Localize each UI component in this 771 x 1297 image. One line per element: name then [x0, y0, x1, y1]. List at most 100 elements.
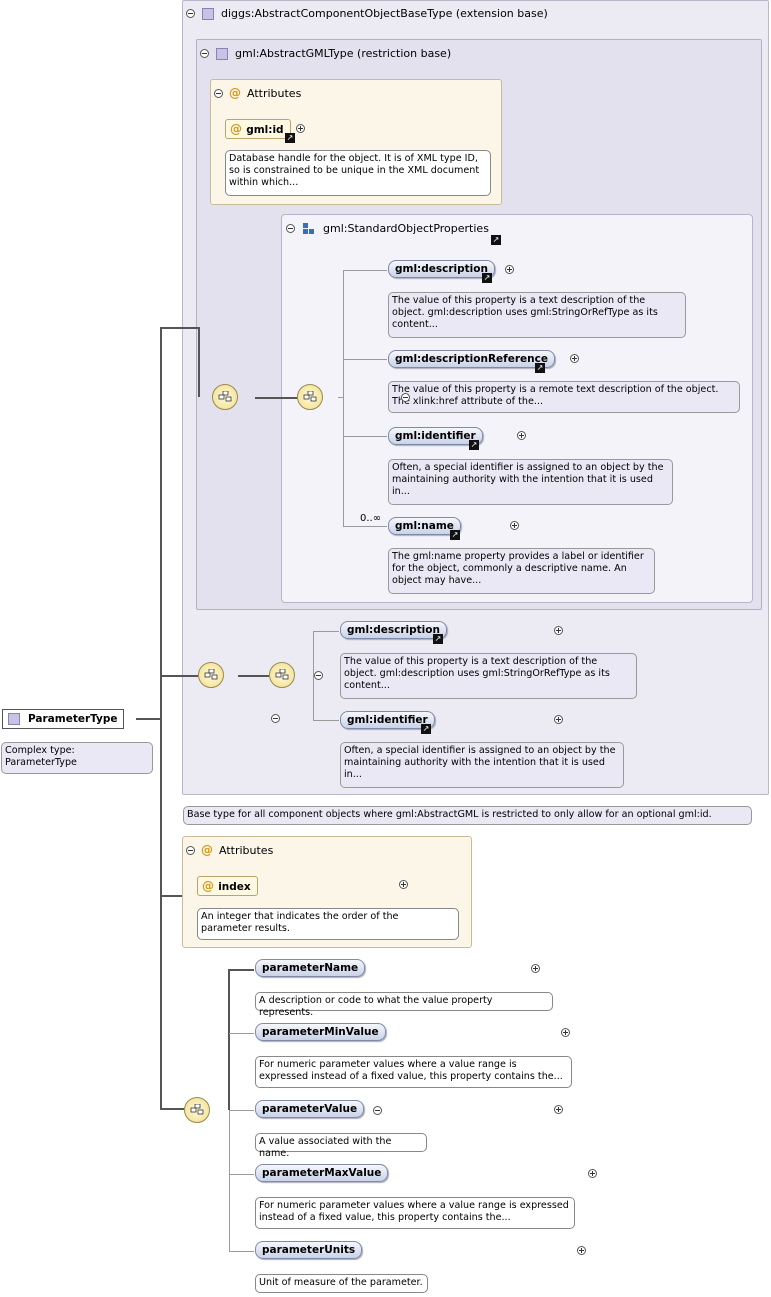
- sequence-icon[interactable]: [212, 384, 238, 410]
- connector: [229, 1174, 254, 1175]
- sequence-icon[interactable]: [198, 662, 224, 688]
- complex-type-icon: [202, 7, 214, 20]
- connector: [343, 359, 387, 360]
- complex-type-icon: [8, 713, 20, 725]
- sequence-icon[interactable]: [297, 384, 323, 410]
- expand-icon[interactable]: [553, 626, 563, 635]
- link-arrow-icon[interactable]: ↗: [421, 724, 431, 734]
- param-value-note: A value associated with the name.: [255, 1133, 427, 1159]
- std-description-note: The value of this property is a text des…: [388, 292, 686, 338]
- extension-base-header[interactable]: diggs:AbstractComponentObjectBaseType (e…: [186, 7, 548, 20]
- expand-icon[interactable]: [570, 354, 580, 363]
- connector: [160, 327, 198, 329]
- connector: [229, 1251, 254, 1252]
- connector: [255, 397, 297, 399]
- root-type[interactable]: ParameterType: [2, 709, 124, 729]
- expand-icon[interactable]: [554, 1105, 563, 1114]
- param-element-max-value[interactable]: parameterMaxValue: [255, 1164, 389, 1182]
- gml-attributes-header[interactable]: @ Attributes: [214, 86, 301, 100]
- connector: [343, 526, 387, 527]
- param-units-note: Unit of measure of the parameter.: [255, 1274, 428, 1293]
- attribute-icon: @: [201, 843, 213, 857]
- root-type-name: ParameterType: [28, 713, 118, 725]
- std-element-identifier[interactable]: gml:identifier: [388, 427, 483, 445]
- collapse-icon[interactable]: [186, 9, 195, 18]
- expand-icon[interactable]: [505, 265, 515, 274]
- connector: [343, 270, 387, 271]
- param-element-value[interactable]: parameterValue: [255, 1100, 365, 1118]
- restricted-element-identifier[interactable]: gml:identifier: [340, 711, 435, 729]
- expand-icon[interactable]: [588, 1169, 598, 1178]
- link-arrow-icon[interactable]: ↗: [450, 530, 460, 540]
- link-arrow-icon[interactable]: ↗: [285, 133, 295, 143]
- extension-base-note: Base type for all component objects wher…: [183, 806, 752, 825]
- collapse-icon[interactable]: [200, 49, 209, 58]
- expand-icon[interactable]: [509, 521, 519, 530]
- expand-icon[interactable]: [560, 1028, 570, 1037]
- sequence-icon[interactable]: [184, 1097, 210, 1123]
- gml-id-attribute[interactable]: @ gml:id: [225, 119, 291, 139]
- restriction-base-header[interactable]: gml:AbstractGMLType (restriction base): [200, 47, 451, 60]
- param-name-note: A description or code to what the value …: [255, 992, 553, 1018]
- standard-object-properties-title: gml:StandardObjectProperties: [323, 222, 489, 235]
- collapse-icon[interactable]: [286, 224, 295, 233]
- connector: [238, 675, 269, 677]
- expand-icon[interactable]: [399, 880, 409, 889]
- collapse-icon[interactable]: [214, 88, 223, 98]
- std-element-name[interactable]: gml:name: [388, 517, 461, 535]
- link-arrow-icon[interactable]: ↗: [469, 440, 479, 450]
- collapse-icon[interactable]: [401, 393, 411, 402]
- sequence-icon[interactable]: [269, 662, 295, 688]
- collapse-icon[interactable]: [314, 671, 324, 680]
- connector: [228, 969, 254, 971]
- std-element-description[interactable]: gml:description: [388, 260, 495, 278]
- standard-object-properties-header[interactable]: gml:StandardObjectProperties: [286, 222, 489, 235]
- attribute-icon: @: [202, 879, 219, 893]
- root-type-note: Complex type:ParameterType: [1, 742, 153, 774]
- link-arrow-icon[interactable]: ↗: [491, 235, 501, 245]
- expand-icon[interactable]: [553, 715, 563, 724]
- index-attribute[interactable]: @ index: [197, 876, 258, 896]
- restriction-base-title: gml:AbstractGMLType (restriction base): [235, 47, 452, 60]
- connector: [343, 270, 344, 526]
- expand-icon[interactable]: [577, 1246, 587, 1255]
- restricted-description-note: The value of this property is a text des…: [340, 653, 637, 699]
- std-identifier-note: Often, a special identifier is assigned …: [388, 459, 673, 505]
- gml-id-label: gml:id: [246, 124, 284, 136]
- extension-base-title: diggs:AbstractComponentObjectBaseType (e…: [221, 7, 548, 20]
- std-element-description-reference[interactable]: gml:descriptionReference: [388, 350, 555, 368]
- link-arrow-icon[interactable]: ↗: [433, 634, 443, 644]
- parameter-attributes-header[interactable]: @ Attributes: [186, 843, 273, 857]
- link-arrow-icon[interactable]: ↗: [482, 273, 492, 283]
- attribute-icon: @: [229, 86, 241, 100]
- param-element-name[interactable]: parameterName: [255, 959, 366, 977]
- connector: [313, 631, 339, 632]
- restricted-element-description[interactable]: gml:description: [340, 621, 447, 639]
- connector: [228, 969, 230, 1110]
- connector: [198, 327, 200, 397]
- connector: [136, 718, 162, 720]
- connector: [229, 1033, 254, 1034]
- param-element-min-value[interactable]: parameterMinValue: [255, 1023, 386, 1041]
- connector: [160, 675, 198, 677]
- expand-icon[interactable]: [516, 431, 526, 440]
- connector: [160, 1108, 184, 1110]
- param-max-value-note: For numeric parameter values where a val…: [255, 1197, 575, 1229]
- index-note: An integer that indicates the order of t…: [197, 908, 459, 940]
- collapse-icon[interactable]: [186, 845, 195, 855]
- complex-type-icon: [216, 47, 228, 60]
- connector: [313, 631, 314, 720]
- std-name-note: The gml:name property provides a label o…: [388, 548, 655, 594]
- collapse-icon[interactable]: [271, 714, 281, 723]
- gml-id-note: Database handle for the object. It is of…: [225, 150, 491, 196]
- param-min-value-note: For numeric parameter values where a val…: [255, 1056, 572, 1088]
- std-description-reference-note: The value of this property is a remote t…: [388, 381, 740, 413]
- link-arrow-icon[interactable]: ↗: [535, 363, 545, 373]
- connector: [229, 1110, 254, 1111]
- expand-icon[interactable]: [296, 124, 305, 133]
- group-icon: [303, 222, 315, 235]
- collapse-icon[interactable]: [373, 1106, 383, 1115]
- attributes-label: Attributes: [219, 843, 274, 857]
- expand-icon[interactable]: [530, 964, 540, 973]
- param-element-units[interactable]: parameterUnits: [255, 1241, 363, 1259]
